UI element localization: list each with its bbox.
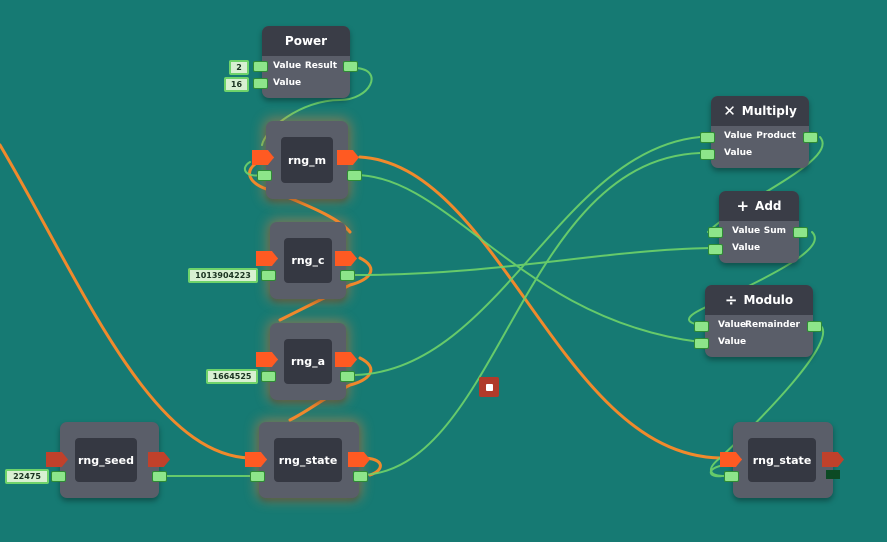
add-input-b-port[interactable] (708, 244, 723, 255)
rng-m-node[interactable]: rng_m (266, 121, 348, 199)
modulo-node-header[interactable]: ÷ Modulo (705, 285, 813, 315)
multiply-input-a-label: Value (724, 131, 753, 141)
power-output-label: Result (304, 61, 337, 71)
multiply-node-header[interactable]: ✕ Multiply (711, 96, 809, 126)
rng-a-node[interactable]: rng_a (270, 323, 346, 400)
power-node-title: Power (284, 34, 328, 48)
data-wire-m-to-modulo (354, 174, 701, 343)
rng-a-data-in[interactable] (261, 371, 276, 382)
rng-m-data-in[interactable] (257, 170, 272, 181)
add-input-a-label: Value (732, 226, 761, 236)
rng-state-exec-out[interactable] (348, 452, 370, 467)
power-input-b-port[interactable] (253, 78, 268, 89)
multiply-node-title: Multiply (741, 104, 797, 118)
rng-seed-data-in[interactable] (51, 471, 66, 482)
exec-wire-a-loop (288, 356, 373, 422)
divide-icon: ÷ (724, 290, 738, 309)
add-input-b-label: Value (732, 243, 761, 253)
modulo-output-label: Remainder (745, 320, 800, 330)
rng-state-output-data-out[interactable] (826, 470, 840, 479)
rng-c-data-out[interactable] (340, 270, 355, 281)
rng-c-node[interactable]: rng_c (270, 222, 346, 299)
multiply-input-a-port[interactable] (700, 132, 715, 143)
rng-seed-constant[interactable]: 22475 (5, 469, 49, 484)
rng-state-label: rng_state (278, 453, 338, 467)
rng-m-data-out[interactable] (347, 170, 362, 181)
add-icon: + (736, 196, 750, 215)
data-wire-a-to-multiply (354, 136, 701, 376)
rng-c-data-in[interactable] (261, 270, 276, 281)
add-input-a-port[interactable] (708, 227, 723, 238)
rng-state-data-in[interactable] (250, 471, 265, 482)
rng-m-exec-out[interactable] (337, 150, 359, 165)
power-exponent-constant[interactable]: 16 (224, 77, 249, 92)
modulo-node-title: Modulo (743, 293, 794, 307)
modulo-input-a-label: Value (718, 320, 747, 330)
data-wire-c-to-add (354, 247, 711, 276)
reroute-node[interactable] (479, 377, 499, 397)
rng-state-node[interactable]: rng_state (259, 422, 359, 498)
rng-a-constant[interactable]: 1664525 (206, 369, 258, 384)
rng-m-label: rng_m (287, 153, 327, 167)
rng-seed-exec-out[interactable] (148, 452, 170, 467)
rng-state-output-node[interactable]: rng_state (733, 422, 833, 498)
rng-seed-data-out[interactable] (152, 471, 167, 482)
exec-wire-m-to-state2 (358, 155, 722, 460)
reroute-dot (485, 383, 493, 391)
add-node[interactable]: + Add Value Value Sum (719, 191, 799, 263)
rng-state-output-exec-in[interactable] (720, 452, 742, 467)
rng-a-label: rng_a (290, 355, 326, 368)
power-input-a-label: Value (273, 61, 302, 71)
add-output-label: Sum (763, 226, 786, 236)
rng-state-output-exec-out[interactable] (822, 452, 844, 467)
power-node-header[interactable]: Power (262, 26, 350, 56)
rng-a-exec-out[interactable] (335, 352, 357, 367)
rng-a-label-box: rng_a (284, 339, 332, 384)
data-wire-state-to-multiply (361, 152, 701, 476)
rng-state-data-out[interactable] (353, 471, 368, 482)
rng-state-label-box: rng_state (274, 438, 342, 482)
rng-a-exec-in[interactable] (256, 352, 278, 367)
power-base-constant[interactable]: 2 (229, 60, 249, 75)
rng-state-exec-in[interactable] (245, 452, 267, 467)
exec-wire-seed-to-state (0, 143, 252, 460)
multiply-output-port[interactable] (803, 132, 818, 143)
add-node-title: Add (755, 199, 782, 213)
power-node[interactable]: Power Value Value Result (262, 26, 350, 98)
rng-c-exec-in[interactable] (256, 251, 278, 266)
rng-seed-label: rng_seed (78, 453, 134, 467)
modulo-input-a-port[interactable] (694, 321, 709, 332)
multiply-node[interactable]: ✕ Multiply Value Value Product (711, 96, 809, 168)
rng-m-exec-in[interactable] (252, 150, 274, 165)
rng-c-exec-out[interactable] (335, 251, 357, 266)
rng-seed-exec-in[interactable] (46, 452, 68, 467)
multiply-input-b-port[interactable] (700, 149, 715, 160)
multiply-icon: ✕ (723, 101, 736, 120)
multiply-input-b-label: Value (724, 148, 753, 158)
rng-state-output-label-box: rng_state (748, 438, 816, 482)
modulo-node[interactable]: ÷ Modulo Value Value Remainder (705, 285, 813, 357)
power-input-b-label: Value (273, 78, 302, 88)
rng-seed-label-box: rng_seed (75, 438, 137, 482)
add-output-port[interactable] (793, 227, 808, 238)
rng-a-data-out[interactable] (340, 371, 355, 382)
rng-c-constant[interactable]: 1013904223 (188, 268, 258, 283)
rng-seed-node[interactable]: rng_seed (60, 422, 159, 498)
power-input-a-port[interactable] (253, 61, 268, 72)
exec-wire-c-loop (278, 256, 373, 322)
power-output-port[interactable] (343, 61, 358, 72)
rng-state-output-data-in[interactable] (724, 471, 739, 482)
rng-state-output-label: rng_state (752, 453, 812, 467)
rng-c-label-box: rng_c (284, 238, 332, 283)
modulo-output-port[interactable] (807, 321, 822, 332)
rng-c-label: rng_c (291, 254, 325, 267)
multiply-output-label: Product (756, 131, 796, 141)
rng-m-label-box: rng_m (281, 137, 333, 183)
modulo-input-b-port[interactable] (694, 338, 709, 349)
modulo-input-b-label: Value (718, 337, 747, 347)
add-node-header[interactable]: + Add (719, 191, 799, 221)
